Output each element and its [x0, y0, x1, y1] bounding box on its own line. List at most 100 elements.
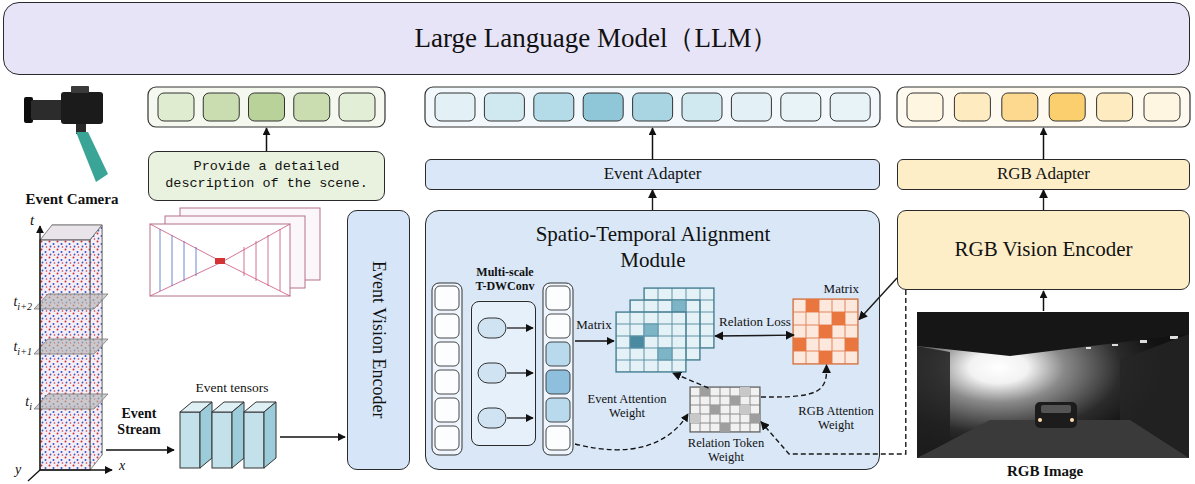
- token-row: [425, 87, 880, 127]
- rgb-photo: [1035, 402, 1077, 428]
- prompt-box: Provide a detailed description of the sc…: [148, 151, 385, 201]
- event-volume: [28, 470, 40, 481]
- node-label: RGB Adapter: [997, 164, 1090, 184]
- module-art: [546, 286, 570, 310]
- connector: [652, 190, 653, 210]
- camera-icon: [61, 92, 103, 124]
- event-volume: [34, 339, 108, 354]
- module-art: [425, 210, 880, 470]
- label-wrap: RGB Image: [990, 462, 1100, 480]
- token-row: [1002, 93, 1038, 121]
- module-art: [432, 283, 462, 455]
- module-art: [470, 300, 535, 445]
- adapter-box: Event Adapter: [425, 159, 880, 190]
- label-wrap: RGB Adapter: [997, 164, 1090, 184]
- rgb-photo: [1086, 347, 1091, 349]
- token-row: [583, 93, 623, 121]
- module-art: [575, 340, 614, 341]
- module-art: [435, 426, 459, 450]
- token-row: [1049, 93, 1085, 121]
- token-row: [1043, 128, 1045, 159]
- module-art: [672, 300, 686, 312]
- edge-label: Relation Loss: [715, 314, 795, 330]
- adapter-box: RGB Adapter: [897, 159, 1190, 190]
- module-art: [819, 351, 832, 364]
- event-volume: [106, 449, 174, 451]
- module-art: [546, 314, 570, 338]
- label-wrap: Relation Token Weight: [681, 437, 771, 465]
- free-label: Event tensors: [176, 380, 288, 396]
- connector: [1043, 190, 1044, 210]
- rgb-photo: [917, 346, 950, 458]
- label-wrap: RGB Attention Weight: [793, 404, 879, 432]
- connector: [673, 373, 709, 388]
- module-panel: Spatio-Temporal Alignment ModuleMulti-sc…: [425, 210, 880, 470]
- label-wrap: Multi-scale T-DWConv: [470, 266, 540, 294]
- subscript: i+2: [17, 301, 32, 312]
- module-art: [720, 423, 730, 432]
- event-tensors: [180, 402, 345, 468]
- module-art: [845, 338, 858, 351]
- conv-block: Multi-scale T-DWConv: [471, 301, 536, 446]
- connector: [859, 278, 897, 320]
- module-art: [700, 387, 710, 396]
- label-wrap: Relation Loss: [715, 314, 795, 330]
- token-row: [731, 93, 771, 121]
- module-art: [806, 299, 819, 312]
- module-art: [793, 338, 806, 351]
- event-volume: [40, 240, 90, 470]
- module-art: [740, 387, 750, 396]
- label-wrap: Event Attention Weight: [582, 392, 672, 420]
- label-wrap: Event Vision Encoder: [368, 261, 390, 419]
- node-label: Large Language Model（LLM）: [415, 22, 779, 54]
- module-art: [730, 396, 740, 405]
- event-frames: [244, 229, 280, 291]
- label-wrap: Provide a detailed description of the sc…: [153, 159, 380, 193]
- module-art: [435, 286, 459, 310]
- event-frames: [150, 208, 320, 296]
- camera-icon: [31, 100, 63, 120]
- free-label: y: [12, 462, 24, 479]
- module-art: [546, 370, 570, 394]
- node-label: Multi-scale T-DWConv: [470, 266, 540, 294]
- token-row: [907, 93, 943, 121]
- module-art: [435, 398, 459, 422]
- label-wrap: ti+1: [2, 339, 32, 358]
- module-art: [658, 348, 672, 360]
- module-art: [435, 370, 459, 394]
- module-art: [750, 414, 760, 423]
- token-row: [954, 93, 990, 121]
- token-row: [484, 93, 524, 121]
- module-art: [710, 405, 720, 414]
- label-wrap: Matrix: [573, 317, 615, 333]
- module-art: [546, 398, 570, 422]
- rgb-photo: [1041, 405, 1071, 413]
- module-art: [435, 342, 459, 366]
- module-art: [832, 312, 845, 325]
- free-label: ti+1: [2, 339, 32, 358]
- label-wrap: Event Adapter: [604, 164, 702, 184]
- token-row: [148, 87, 385, 127]
- token-row: [682, 93, 722, 121]
- matrix-stack: Matrix: [617, 289, 715, 373]
- label-wrap: y: [12, 462, 24, 479]
- label-wrap: ti+2: [2, 294, 32, 313]
- token-row: [652, 128, 654, 159]
- connector: [761, 365, 827, 397]
- module-art: [435, 314, 459, 338]
- label-wrap: Event tensors: [176, 380, 288, 396]
- token-row: [897, 87, 1190, 127]
- module-art: [690, 387, 760, 432]
- node-label: Spatio-Temporal Alignment Module: [513, 221, 793, 274]
- token-row: [435, 93, 475, 121]
- module-art: [543, 283, 573, 455]
- token-row: [830, 93, 870, 121]
- node-label: RGB Vision Encoder: [954, 237, 1132, 262]
- event-tensors: [180, 412, 200, 468]
- matrix-grid: Matrix: [794, 300, 859, 365]
- module-art: [507, 327, 533, 328]
- free-label: t: [26, 211, 38, 229]
- token-row: [249, 93, 285, 121]
- label-wrap: x: [116, 458, 128, 475]
- encoder-box: Event Vision Encoder: [347, 210, 410, 470]
